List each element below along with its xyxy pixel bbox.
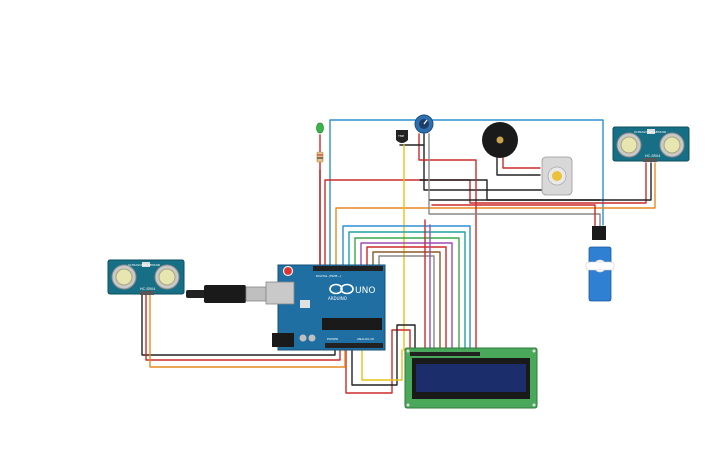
ultrasonic-sensor-right[interactable]: ULTRASONIC SENSOR HC-SR04: [612, 126, 690, 162]
lcd-16x2[interactable]: [404, 347, 538, 409]
usb-cable[interactable]: [186, 285, 267, 303]
sensor-caption: ULTRASONIC SENSOR: [634, 130, 666, 134]
svg-text:TMP: TMP: [397, 134, 404, 138]
sensor-model: HC-SR04: [140, 287, 156, 291]
wire[interactable]: [348, 231, 466, 351]
header-label-analog: ANALOG IN: [357, 337, 374, 341]
header-label-digital: DIGITAL (PWM~): [316, 274, 341, 278]
dc-motor[interactable]: [541, 156, 573, 196]
analog-header: [325, 343, 383, 348]
capacitor: [299, 334, 307, 342]
wire[interactable]: [351, 324, 416, 386]
wire[interactable]: [145, 293, 341, 361]
lcd-screen: [416, 364, 526, 392]
wire[interactable]: [149, 293, 346, 368]
board-logo-text: UNO: [355, 286, 375, 296]
digital-header: [313, 266, 383, 271]
wire[interactable]: [342, 225, 471, 351]
wire[interactable]: [431, 204, 596, 229]
reset-button[interactable]: [282, 265, 294, 277]
servo-motor[interactable]: [585, 226, 615, 302]
wire[interactable]: [502, 157, 541, 169]
board-brand-text: ARDUINO: [328, 296, 347, 301]
wire[interactable]: [361, 342, 403, 381]
wire[interactable]: [360, 242, 453, 351]
sensor-model: HC-SR04: [645, 154, 661, 158]
usb-port: [265, 281, 295, 305]
wire[interactable]: [366, 246, 447, 351]
resistor[interactable]: [316, 151, 324, 163]
sensor-caption: ULTRASONIC SENSOR: [128, 263, 160, 267]
temperature-sensor[interactable]: TMP: [396, 130, 408, 143]
wires: [141, 119, 656, 394]
wire[interactable]: [345, 329, 411, 394]
capacitor: [308, 334, 316, 342]
piezo-buzzer[interactable]: [482, 122, 518, 158]
wire[interactable]: [418, 133, 477, 351]
wire[interactable]: [428, 133, 601, 229]
wire[interactable]: [496, 157, 541, 176]
wire[interactable]: [423, 133, 545, 191]
potentiometer[interactable]: [414, 114, 434, 134]
wire[interactable]: [354, 237, 460, 351]
wire[interactable]: [324, 162, 647, 269]
ultrasonic-sensor-left[interactable]: ULTRASONIC SENSOR HC-SR04: [107, 259, 185, 295]
voltage-regulator: [300, 300, 310, 308]
wire[interactable]: [372, 251, 441, 351]
header-label-power: POWER: [327, 337, 338, 341]
atmega-chip: [322, 318, 382, 330]
wire[interactable]: [329, 119, 604, 269]
arduino-uno-board[interactable]: UNO ARDUINO DIGITAL (PWM~) POWER ANALOG …: [265, 264, 386, 351]
green-led[interactable]: [316, 122, 324, 134]
power-jack: [272, 333, 294, 347]
wire[interactable]: [378, 255, 435, 351]
wire[interactable]: [335, 162, 656, 269]
lcd-pin-header: [410, 352, 480, 356]
arduino-logo-icon: [329, 283, 354, 295]
